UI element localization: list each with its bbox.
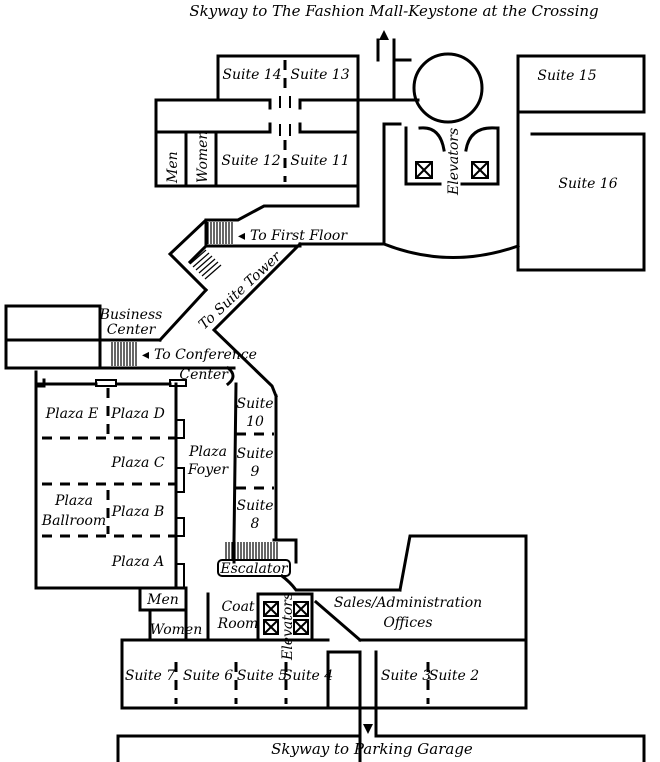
suite-11-label: Suite 11 [290,153,349,169]
suite-9-label: Suite [237,446,274,462]
sales-admin-label-1: Sales/Administration [334,595,482,611]
plaza-ballroom-label-1: Plaza [54,493,93,509]
men-lower-label: Men [146,592,179,608]
suite-8-label: Suite [237,498,274,514]
plaza-d-label: Plaza D [110,406,165,422]
suite-2-label: Suite 2 [429,668,479,684]
suite-13-label: Suite 13 [290,67,349,83]
plaza-foyer-label-2: Foyer [187,462,230,478]
escalator-label: Escalator [219,561,288,577]
plaza-a-label: Plaza A [111,554,165,570]
plaza-ballroom-walls [34,365,528,762]
suite-tower-corridor [157,241,386,398]
to-conference-arrow: ◂ [142,347,149,363]
suite-12-label: Suite 12 [221,153,280,169]
plaza-foyer-label-1: Plaza [188,444,227,460]
coat-room-label-2: Room [217,616,259,632]
right-wing-walls [382,52,646,272]
suite-15-label: Suite 15 [537,68,596,84]
suite-16-label: Suite 16 [558,176,617,192]
to-conference-label-1: To Conference [154,347,257,363]
suite-5-label: Suite 5 [237,668,287,684]
coat-room-label-1: Coat [221,599,254,615]
suite-9-number: 9 [251,464,260,480]
suite-3-label: Suite 3 [381,668,431,684]
suite-4-label: Suite 4 [283,668,333,684]
business-center-label-2: Center [107,322,157,338]
elevators-upper-label: Elevators [446,128,462,196]
to-conference-label-2: Center [179,367,229,383]
skyway-top-marker [376,30,396,62]
upper-wing-walls [154,54,396,208]
suite-7-label: Suite 7 [125,668,175,684]
suite-6-label: Suite 6 [183,668,233,684]
women-lower-label: Women [150,622,202,638]
suite-10-number: 10 [246,414,264,430]
suite-8-number: 8 [251,516,260,532]
skyway-bottom-label: Skyway to Parking Garage [271,740,473,758]
to-first-floor-label: To First Floor [250,228,348,244]
women-upper-label: Women [195,131,211,183]
plaza-ballroom-label-2: Ballroom [41,513,106,529]
skyway-bottom-walls [116,706,646,762]
plaza-b-label: Plaza B [111,504,165,520]
plaza-c-label: Plaza C [110,455,164,471]
skyway-top-label: Skyway to The Fashion Mall-Keystone at t… [189,2,598,20]
business-center-label-1: Business [99,307,163,323]
suite-10-label: Suite [237,396,274,412]
suite-14-label: Suite 14 [222,67,281,83]
to-suite-tower-label: To Suite Tower [196,248,286,333]
business-center-walls [4,304,162,370]
plaza-e-label: Plaza E [45,406,99,422]
to-first-floor-arrow: ◂ [238,228,245,244]
elevators-lower-label: Elevators [280,593,296,661]
men-upper-label: Men [165,151,181,184]
sales-admin-label-2: Offices [383,615,432,631]
stair-to-first-floor [167,204,302,293]
